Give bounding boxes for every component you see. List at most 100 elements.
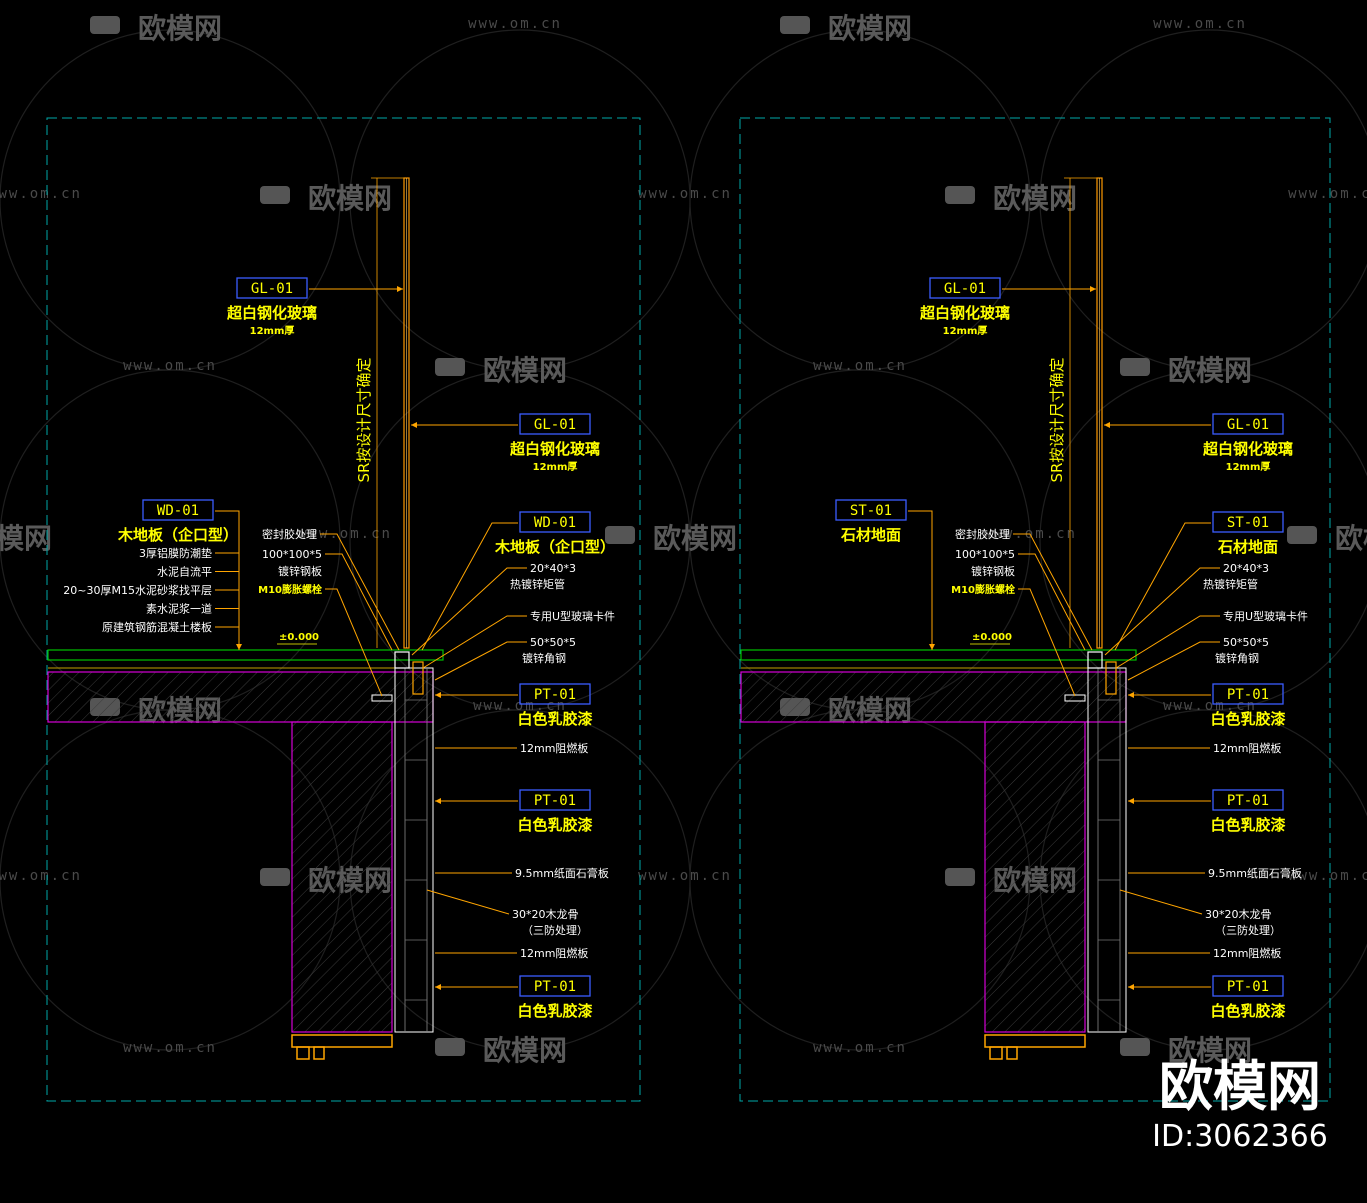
tag-box bbox=[1212, 413, 1284, 435]
level-mark: ±0.000 bbox=[972, 632, 1012, 643]
tag-box bbox=[519, 975, 591, 997]
note-tube: 热镀锌矩管 bbox=[1203, 577, 1258, 591]
note-angle: 镀锌角钢 bbox=[1215, 651, 1259, 665]
floor-layer-note: 20~30厚M15水泥砂浆找平层 bbox=[63, 583, 212, 597]
arrow-head bbox=[1128, 692, 1134, 698]
tag-thickness: 12mm厚 bbox=[1226, 461, 1271, 473]
sofa-icon bbox=[1120, 358, 1150, 376]
frame-left bbox=[46, 117, 641, 1102]
tag-name: 白色乳胶漆 bbox=[517, 710, 592, 728]
note-plate: 镀锌钢板 bbox=[971, 564, 1015, 578]
arrow-head bbox=[435, 984, 441, 990]
note-tube: 热镀锌矩管 bbox=[510, 577, 565, 591]
tag-box bbox=[236, 277, 308, 299]
note-timber-batten: 30*20木龙骨 bbox=[512, 908, 579, 921]
watermark-brand-text: 欧模网 bbox=[138, 12, 222, 45]
watermark-brand-text: 欧模网 bbox=[1168, 1034, 1252, 1067]
watermark-brand-text: 欧模网 bbox=[0, 522, 52, 555]
tag-code: PT-01 bbox=[534, 687, 576, 703]
floor-layer-note: 素水泥浆一道 bbox=[146, 602, 212, 616]
tag-code: GL-01 bbox=[944, 281, 986, 297]
note-tube-size: 20*40*3 bbox=[1223, 562, 1269, 575]
concrete-wall bbox=[291, 721, 393, 1033]
tag-name: 超白钢化玻璃 bbox=[226, 304, 317, 322]
watermark-brand: 欧模网 bbox=[945, 182, 1077, 215]
watermark-url: www.om.cn bbox=[1288, 186, 1367, 202]
note-treatment: （三防处理） bbox=[522, 923, 588, 937]
watermark-brand: 欧模网 bbox=[435, 354, 567, 387]
sr-note: SR按设计尺寸确定 bbox=[1048, 358, 1066, 483]
watermark-brand: 欧模网 bbox=[1120, 1034, 1252, 1067]
sofa-icon bbox=[1120, 1038, 1150, 1056]
floor-layer-note: 3厚铝膜防潮垫 bbox=[139, 546, 212, 560]
leader-line bbox=[1115, 615, 1220, 669]
tag-thickness: 12mm厚 bbox=[250, 325, 295, 337]
note-fire-board: 12mm阻燃板 bbox=[1213, 741, 1281, 755]
watermark-brand-text: 欧模网 bbox=[308, 182, 392, 215]
floor-finish bbox=[47, 649, 444, 661]
tag-box bbox=[519, 413, 591, 435]
tag-name: 白色乳胶漆 bbox=[1210, 1002, 1285, 1020]
watermark-brand-text: 欧模网 bbox=[828, 12, 912, 45]
note-plate: 镀锌钢板 bbox=[278, 564, 322, 578]
tag-name: 白色乳胶漆 bbox=[517, 1002, 592, 1020]
note-fire-board-2: 12mm阻燃板 bbox=[520, 946, 588, 960]
leader-line bbox=[1018, 588, 1076, 697]
leader-line bbox=[434, 641, 527, 681]
watermark-url: www.om.cn bbox=[123, 358, 217, 374]
arrow-head bbox=[1128, 984, 1134, 990]
floor-finish bbox=[740, 649, 1137, 661]
watermark-brand-text: 欧模网 bbox=[1168, 354, 1252, 387]
watermark-brand: 欧模网 bbox=[1287, 522, 1367, 555]
tag-box bbox=[142, 499, 214, 521]
note-gypsum-board: 9.5mm纸面石膏板 bbox=[1208, 866, 1302, 880]
leader-line bbox=[325, 588, 383, 697]
note-anchor-bolt: M10膨胀螺栓 bbox=[258, 583, 322, 596]
note-gypsum-board: 9.5mm纸面石膏板 bbox=[515, 866, 609, 880]
note-sealant: 密封胶处理 bbox=[262, 527, 317, 541]
tag-code: GL-01 bbox=[1227, 417, 1269, 433]
concrete-wall bbox=[984, 721, 1086, 1033]
base-trim-foot bbox=[296, 1046, 310, 1060]
leader-line bbox=[411, 567, 527, 656]
corner-badge: 欧模网 ID:3062366 bbox=[1140, 1055, 1340, 1155]
arrow-head bbox=[929, 644, 935, 650]
wall-cladding bbox=[394, 667, 434, 1033]
tag-box bbox=[1212, 683, 1284, 705]
arrow-head bbox=[435, 692, 441, 698]
leader-line bbox=[1104, 567, 1220, 656]
note-glass-clip: 专用U型玻璃卡件 bbox=[1223, 609, 1308, 623]
base-trim-foot bbox=[313, 1046, 325, 1060]
watermark-url: www.om.cn bbox=[1163, 698, 1257, 714]
watermark-brand-text: 欧模网 bbox=[483, 354, 567, 387]
tag-code: PT-01 bbox=[1227, 979, 1269, 995]
watermark-brand-text: 欧模网 bbox=[993, 182, 1077, 215]
tag-box bbox=[1212, 511, 1284, 533]
note-fire-board: 12mm阻燃板 bbox=[520, 741, 588, 755]
watermark-brand: 欧模网 bbox=[780, 12, 912, 45]
sofa-icon bbox=[1287, 526, 1317, 544]
tag-code: PT-01 bbox=[534, 793, 576, 809]
watermark-url: www.om.cn bbox=[298, 526, 392, 542]
level-mark: ±0.000 bbox=[279, 632, 319, 643]
leader-line bbox=[426, 889, 510, 915]
tag-name: 石材地面 bbox=[840, 526, 901, 544]
leader-line bbox=[421, 522, 518, 651]
tag-name: 超白钢化玻璃 bbox=[509, 440, 600, 458]
note-glass-clip: 专用U型玻璃卡件 bbox=[530, 609, 615, 623]
watermark-brand: 欧模网 bbox=[435, 1034, 567, 1067]
tag-box bbox=[519, 511, 591, 533]
note-angle-size: 50*50*5 bbox=[530, 636, 576, 649]
watermark-brand-text: 欧模网 bbox=[1335, 522, 1367, 555]
floor-layer-note: 水泥自流平 bbox=[157, 565, 212, 579]
note-treatment: （三防处理） bbox=[1215, 923, 1281, 937]
watermark-url: www.om.cn bbox=[638, 186, 732, 202]
leader-line bbox=[908, 510, 933, 650]
watermark-brand: 欧模网 bbox=[90, 12, 222, 45]
tag-box bbox=[1212, 789, 1284, 811]
sr-note: SR按设计尺寸确定 bbox=[355, 358, 373, 483]
leader-line bbox=[422, 615, 527, 669]
tag-box bbox=[519, 789, 591, 811]
sofa-icon bbox=[260, 186, 290, 204]
